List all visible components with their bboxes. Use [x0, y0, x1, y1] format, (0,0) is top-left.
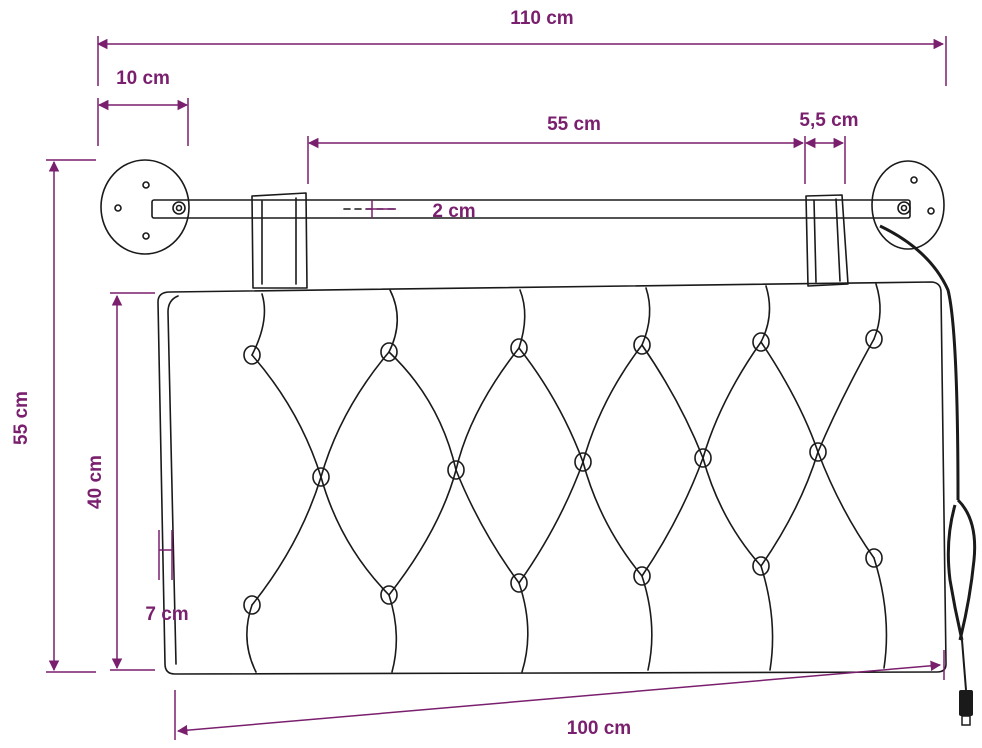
- label-total-height: 55 cm: [11, 391, 32, 445]
- label-cushion-depth: 7 cm: [145, 604, 188, 625]
- tufting-lines: [246, 283, 888, 673]
- label-strap-width: 5,5 cm: [799, 110, 858, 131]
- right-strap: [805, 194, 849, 287]
- left-wall-bracket: [100, 159, 190, 255]
- headboard-illustration: [100, 159, 977, 726]
- label-cushion-width: 100 cm: [567, 718, 631, 739]
- tufting-buttons: [243, 329, 883, 615]
- usb-plug: [959, 690, 973, 716]
- left-strap: [251, 192, 308, 289]
- dimension-lines: [46, 36, 947, 740]
- label-cushion-height: 40 cm: [85, 455, 106, 509]
- tufted-cushion: [157, 281, 947, 675]
- label-strap-spacing: 55 cm: [547, 114, 601, 135]
- label-total-width: 110 cm: [510, 8, 573, 29]
- power-cable: [879, 224, 977, 726]
- dimension-labels: 110 cm 10 cm 55 cm 5,5 cm 2 cm 55 cm 40 …: [11, 8, 859, 739]
- label-bracket-offset: 10 cm: [116, 68, 170, 89]
- label-rod-diameter: 2 cm: [432, 201, 475, 222]
- hanging-rod: [151, 199, 911, 219]
- right-wall-bracket: [871, 160, 945, 250]
